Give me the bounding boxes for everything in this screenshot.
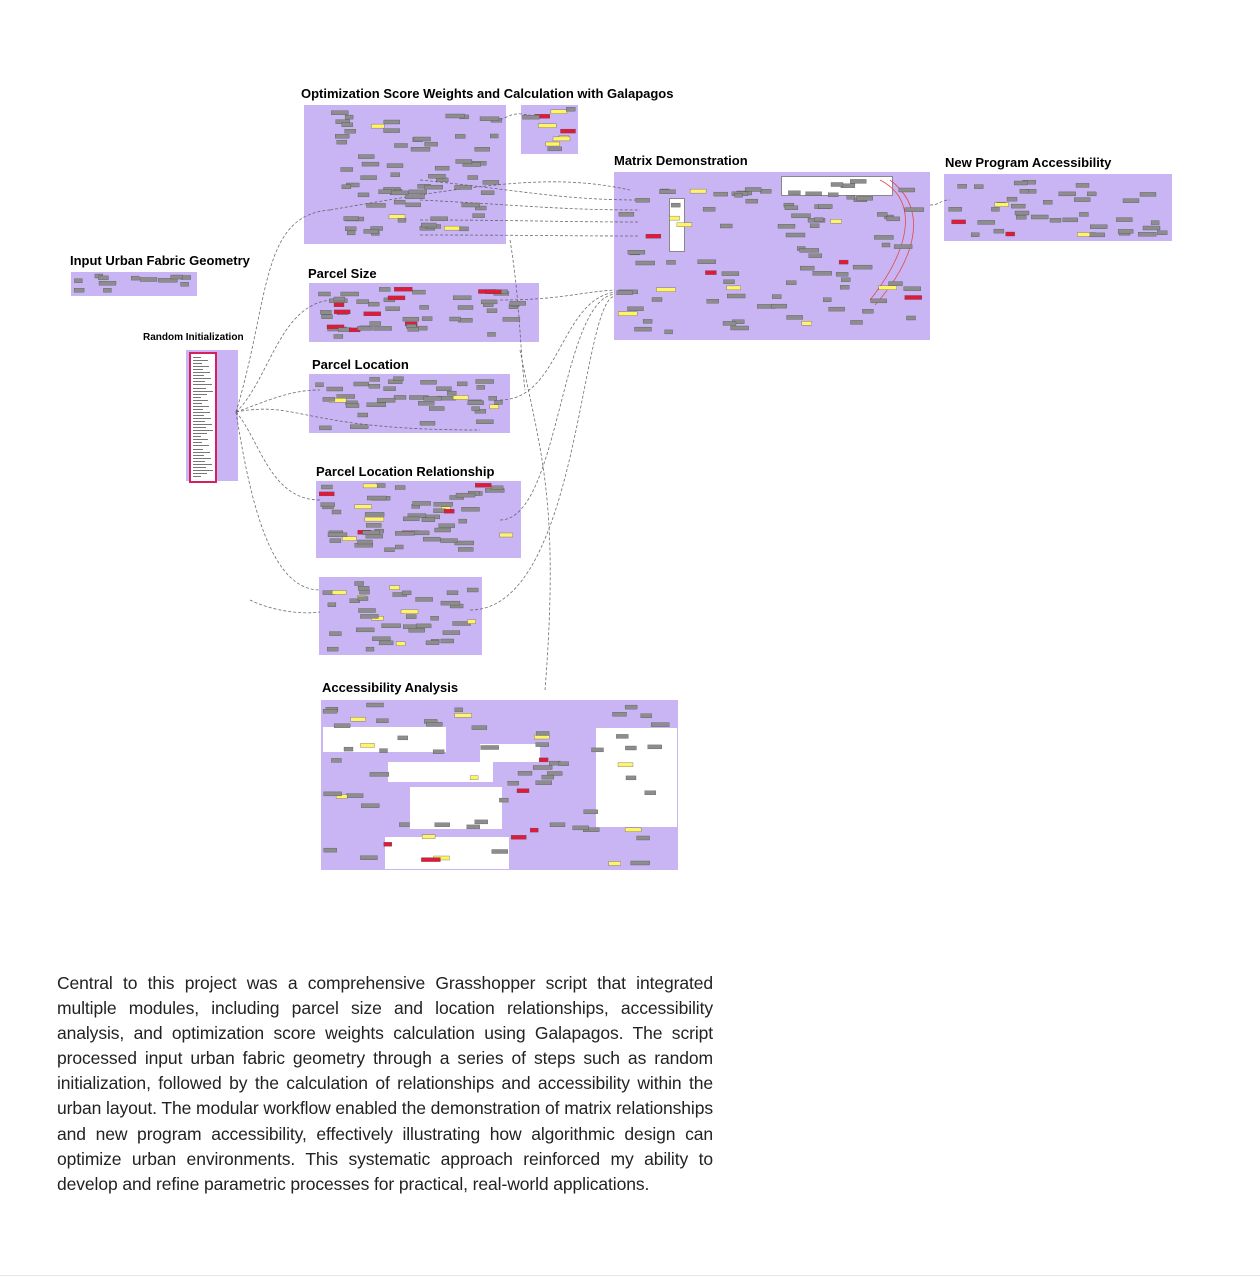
- accessibility-subgroup-3: [410, 787, 502, 829]
- accessibility-subgroup-5: [596, 728, 677, 827]
- group-new-program-accessibility[interactable]: [944, 174, 1172, 241]
- slider-row[interactable]: [193, 384, 212, 386]
- slider-row[interactable]: [193, 466, 206, 468]
- slider-row[interactable]: [193, 454, 204, 456]
- slider-row[interactable]: [193, 411, 210, 413]
- label-parcel-size: Parcel Size: [308, 266, 377, 281]
- slider-row[interactable]: [193, 366, 209, 368]
- slider-row[interactable]: [193, 448, 203, 450]
- slider-row[interactable]: [193, 372, 210, 374]
- slider-row[interactable]: [193, 405, 209, 407]
- label-matrix-demonstration: Matrix Demonstration: [614, 153, 748, 168]
- description-paragraph: Central to this project was a comprehens…: [57, 973, 713, 1194]
- accessibility-subgroup-6: [480, 744, 540, 762]
- group-galapagos[interactable]: [521, 105, 578, 154]
- slider-row[interactable]: [193, 357, 201, 358]
- slider-row[interactable]: [193, 421, 205, 423]
- slider-row[interactable]: [193, 433, 207, 435]
- slider-row[interactable]: [193, 436, 201, 438]
- group-parcel-location-relationship[interactable]: [316, 481, 521, 558]
- slider-row[interactable]: [193, 451, 210, 453]
- label-optimization: Optimization Score Weights and Calculati…: [301, 86, 674, 101]
- label-input-urban-fabric: Input Urban Fabric Geometry: [70, 253, 250, 268]
- slider-row[interactable]: [193, 393, 207, 395]
- slider-row[interactable]: [193, 399, 208, 401]
- footer-divider: [0, 1275, 1260, 1276]
- slider-row[interactable]: [193, 369, 203, 371]
- slider-row[interactable]: [193, 430, 213, 432]
- matrix-column-list: [669, 198, 685, 252]
- slider-row[interactable]: [193, 378, 211, 380]
- slider-row[interactable]: [193, 424, 212, 426]
- slider-row[interactable]: [193, 457, 211, 459]
- label-new-program-accessibility: New Program Accessibility: [945, 155, 1112, 170]
- slider-row[interactable]: [193, 390, 213, 392]
- slider-row[interactable]: [193, 427, 206, 429]
- slider-row[interactable]: [193, 472, 207, 474]
- slider-row[interactable]: [193, 408, 203, 410]
- slider-row[interactable]: [193, 375, 204, 377]
- slider-row[interactable]: [193, 442, 202, 444]
- slider-row[interactable]: [193, 475, 201, 477]
- label-random-initialization: Random Initialization: [143, 332, 244, 343]
- accessibility-subgroup-1: [323, 727, 446, 752]
- slider-row[interactable]: [193, 469, 213, 471]
- slider-row[interactable]: [193, 460, 205, 462]
- slider-row[interactable]: [193, 418, 211, 419]
- slider-row[interactable]: [193, 463, 212, 465]
- slider-row[interactable]: [193, 445, 209, 447]
- slider-row[interactable]: [193, 439, 208, 441]
- random-slider-list[interactable]: [189, 352, 217, 483]
- slider-row[interactable]: [193, 381, 205, 383]
- slider-row[interactable]: [193, 363, 202, 365]
- slider-row[interactable]: [193, 402, 202, 404]
- matrix-subgroup-top: [781, 176, 893, 196]
- label-parcel-location-relationship: Parcel Location Relationship: [316, 464, 495, 479]
- group-unlabeled-module[interactable]: [319, 577, 482, 655]
- slider-row[interactable]: [193, 387, 206, 389]
- slider-row[interactable]: [193, 360, 208, 362]
- group-parcel-location[interactable]: [309, 374, 510, 433]
- label-parcel-location: Parcel Location: [312, 357, 409, 372]
- group-input-urban-fabric[interactable]: [71, 272, 197, 296]
- slider-row[interactable]: [193, 414, 204, 416]
- slider-row[interactable]: [193, 396, 201, 398]
- group-parcel-size[interactable]: [309, 283, 539, 342]
- accessibility-subgroup-4: [385, 837, 509, 869]
- group-matrix-demonstration[interactable]: [614, 172, 930, 340]
- accessibility-subgroup-2: [388, 762, 493, 782]
- label-accessibility-analysis: Accessibility Analysis: [322, 680, 459, 695]
- group-optimization[interactable]: [304, 105, 506, 244]
